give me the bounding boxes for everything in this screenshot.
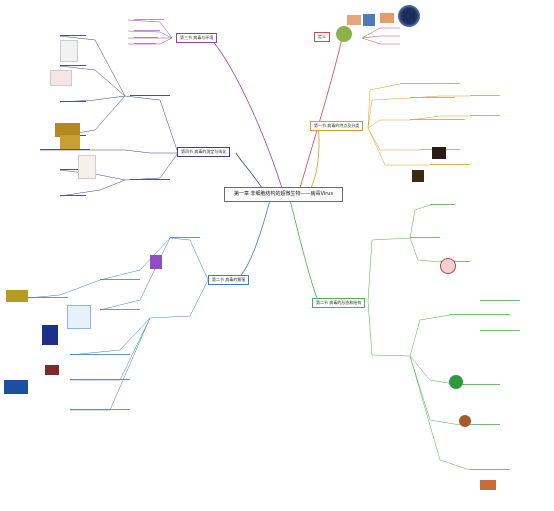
image-green-cell xyxy=(449,375,463,389)
connector-section3 xyxy=(209,37,283,189)
subtree-section3 xyxy=(127,19,173,45)
connector-section1 xyxy=(309,127,320,191)
subtree-intro xyxy=(361,27,400,45)
subtree-section2 xyxy=(367,204,471,471)
image-phage-purple xyxy=(150,255,162,269)
image-table-blue xyxy=(4,380,28,394)
branch-section3[interactable]: 第三节 病毒与环境 xyxy=(176,33,218,43)
branch-section5[interactable]: 第二节 病毒的繁殖 xyxy=(208,275,250,285)
image-phage-yellow xyxy=(6,290,28,302)
image-green-virus xyxy=(336,26,352,42)
image-diagram-3 xyxy=(78,155,96,179)
image-blue-panel xyxy=(67,305,91,329)
image-microscope-2 xyxy=(60,135,80,149)
subtree-section4 xyxy=(40,35,179,197)
connector-section5 xyxy=(235,199,271,281)
image-cell-row xyxy=(480,480,496,490)
subtree-section5-leaves xyxy=(28,237,200,410)
image-virus-dark xyxy=(432,147,446,159)
image-virus-ring xyxy=(440,258,456,274)
branch-intro[interactable]: 定义 xyxy=(314,32,330,42)
image-coronavirus xyxy=(398,5,420,27)
image-brown-cell xyxy=(459,415,471,427)
subtree-section2-leaves xyxy=(410,204,520,470)
image-phage-blue xyxy=(42,325,58,345)
connector-section4 xyxy=(235,152,263,189)
image-phage-dark xyxy=(45,365,59,375)
central-topic[interactable]: 第一章 非细胞结构的超微生物——病毒Virus xyxy=(224,187,343,202)
connector-section2 xyxy=(289,199,319,302)
branch-section1[interactable]: 第一节 病毒的特点及分类 xyxy=(310,121,364,131)
subtree-section1 xyxy=(367,83,470,166)
connector-intro xyxy=(299,37,343,189)
image-orange-cells xyxy=(380,13,394,23)
branch-section2[interactable]: 第二节 病毒的形态和结构 xyxy=(312,298,366,308)
image-red-cells xyxy=(347,15,361,25)
image-diagram-2 xyxy=(50,70,72,86)
image-diagram-1 xyxy=(60,40,78,62)
subtree-section5 xyxy=(27,237,209,411)
image-virus-dark-2 xyxy=(412,170,424,182)
image-microscope-1 xyxy=(55,123,80,137)
image-blue-virus-small xyxy=(363,14,375,26)
subtree-section3-labels xyxy=(134,19,164,44)
subtree-section1-leaves xyxy=(400,83,500,165)
branch-section4[interactable]: 第四节 病毒的测定与纯化 xyxy=(177,147,231,157)
